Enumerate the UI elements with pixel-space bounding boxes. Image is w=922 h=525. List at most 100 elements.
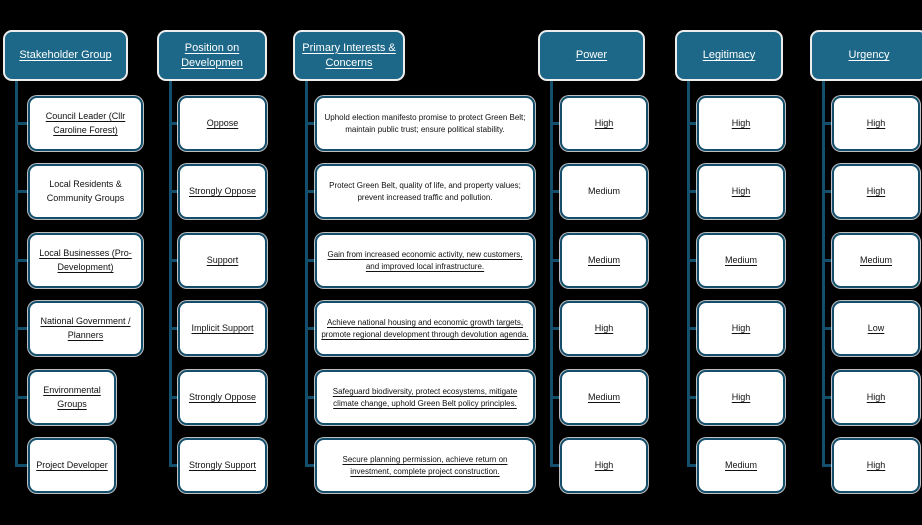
- node-label: Low: [867, 322, 885, 333]
- connector-branch: [169, 122, 181, 125]
- position-on-development-node[interactable]: Oppose: [178, 96, 267, 151]
- column-header-urgency[interactable]: Urgency: [810, 30, 922, 81]
- node-label: Safeguard biodiversity, protect ecosyste…: [332, 386, 518, 408]
- urgency-node[interactable]: High: [832, 96, 920, 151]
- connector-branch: [550, 122, 563, 125]
- connector-branch: [305, 122, 318, 125]
- stakeholder-group-node[interactable]: Local Residents & Community Groups: [28, 164, 143, 219]
- power-node[interactable]: Medium: [560, 233, 648, 288]
- power-node[interactable]: Medium: [560, 164, 648, 219]
- primary-interests-concerns-node[interactable]: Gain from increased economic activity, n…: [315, 233, 535, 288]
- node-label: Strongly Oppose: [188, 185, 257, 196]
- legitimacy-node[interactable]: High: [697, 96, 785, 151]
- stakeholder-group-node[interactable]: Council Leader (Cllr Caroline Forest): [28, 96, 143, 151]
- column-header-label: Power: [575, 49, 608, 62]
- node-label: High: [594, 322, 614, 333]
- position-on-development-node[interactable]: Support: [178, 233, 267, 288]
- stakeholder-group-node[interactable]: Project Developer: [28, 438, 116, 493]
- power-node[interactable]: Medium: [560, 370, 648, 425]
- node-label: High: [731, 185, 751, 196]
- legitimacy-node[interactable]: Medium: [697, 233, 785, 288]
- node-label: High: [866, 185, 886, 196]
- primary-interests-concerns-node[interactable]: Protect Green Belt, quality of life, and…: [315, 164, 535, 219]
- power-node[interactable]: High: [560, 438, 648, 493]
- legitimacy-node[interactable]: Medium: [697, 438, 785, 493]
- connector-branch: [305, 259, 318, 262]
- column-header-stakeholder-group[interactable]: Stakeholder Group: [3, 30, 128, 81]
- legitimacy-node[interactable]: High: [697, 164, 785, 219]
- node-label: Strongly Oppose: [188, 391, 257, 402]
- node-label: High: [594, 117, 614, 128]
- node-label: Oppose: [206, 117, 239, 128]
- column-header-label: Legitimacy: [702, 49, 756, 62]
- urgency-node[interactable]: Medium: [832, 233, 920, 288]
- connector-trunk: [15, 81, 18, 467]
- node-label: High: [731, 117, 751, 128]
- node-label: High: [866, 459, 886, 470]
- column-header-label: Position on Developmen: [181, 41, 243, 69]
- position-on-development-node[interactable]: Implicit Support: [178, 301, 267, 356]
- connector-branch: [822, 190, 835, 193]
- position-on-development-node[interactable]: Strongly Oppose: [178, 164, 267, 219]
- stakeholder-group-node[interactable]: Local Businesses (Pro-Development): [28, 233, 143, 288]
- connector-trunk: [305, 81, 308, 467]
- node-label: Project Developer: [36, 459, 108, 470]
- connector-branch: [15, 464, 31, 467]
- urgency-node[interactable]: High: [832, 438, 920, 493]
- connector-branch: [15, 259, 31, 262]
- connector-branch: [169, 259, 181, 262]
- legitimacy-node[interactable]: High: [697, 370, 785, 425]
- connector-branch: [305, 464, 318, 467]
- primary-interests-concerns-node[interactable]: Uphold election manifesto promise to pro…: [315, 96, 535, 151]
- column-header-label: Primary Interests & Concerns: [302, 41, 396, 69]
- column-header-power[interactable]: Power: [538, 30, 645, 81]
- position-on-development-node[interactable]: Strongly Support: [178, 438, 267, 493]
- connector-branch: [550, 190, 563, 193]
- node-label: Protect Green Belt, quality of life, and…: [329, 180, 521, 202]
- node-label: Local Residents & Community Groups: [46, 179, 125, 203]
- column-header-primary-interests-concerns[interactable]: Primary Interests & Concerns: [293, 30, 405, 81]
- urgency-node[interactable]: Low: [832, 301, 920, 356]
- node-label: Council Leader (Cllr Caroline Forest): [45, 111, 126, 135]
- node-label: Local Businesses (Pro-Development): [39, 248, 132, 272]
- legitimacy-node[interactable]: High: [697, 301, 785, 356]
- connector-trunk: [550, 81, 553, 467]
- node-label: Medium: [724, 254, 757, 265]
- connector-branch: [15, 396, 31, 399]
- connector-branch: [822, 396, 835, 399]
- urgency-node[interactable]: High: [832, 370, 920, 425]
- connector-branch: [15, 190, 31, 193]
- column-header-label: Stakeholder Group: [19, 49, 112, 62]
- connector-trunk: [687, 81, 690, 467]
- power-node[interactable]: High: [560, 301, 648, 356]
- node-label: National Government / Planners: [40, 316, 131, 340]
- connector-branch: [305, 396, 318, 399]
- stakeholder-group-node[interactable]: Environmental Groups: [28, 370, 116, 425]
- node-label: Gain from increased economic activity, n…: [327, 249, 523, 271]
- column-header-legitimacy[interactable]: Legitimacy: [675, 30, 783, 81]
- connector-branch: [822, 327, 835, 330]
- node-label: Uphold election manifesto promise to pro…: [324, 112, 526, 134]
- node-label: Medium: [587, 391, 620, 402]
- node-label: Medium: [859, 254, 892, 265]
- node-label: Achieve national housing and economic gr…: [321, 317, 529, 339]
- connector-branch: [687, 190, 700, 193]
- node-label: Medium: [587, 254, 620, 265]
- connector-branch: [822, 259, 835, 262]
- power-node[interactable]: High: [560, 96, 648, 151]
- urgency-node[interactable]: High: [832, 164, 920, 219]
- column-header-label: Urgency: [848, 49, 890, 62]
- connector-branch: [550, 327, 563, 330]
- node-label: Strongly Support: [188, 459, 257, 470]
- node-label: Secure planning permission, achieve retu…: [342, 454, 508, 476]
- stakeholder-group-node[interactable]: National Government / Planners: [28, 301, 143, 356]
- primary-interests-concerns-node[interactable]: Secure planning permission, achieve retu…: [315, 438, 535, 493]
- primary-interests-concerns-node[interactable]: Achieve national housing and economic gr…: [315, 301, 535, 356]
- connector-branch: [687, 259, 700, 262]
- position-on-development-node[interactable]: Strongly Oppose: [178, 370, 267, 425]
- connector-branch: [305, 327, 318, 330]
- node-label: High: [866, 117, 886, 128]
- primary-interests-concerns-node[interactable]: Safeguard biodiversity, protect ecosyste…: [315, 370, 535, 425]
- column-header-position-on-development[interactable]: Position on Developmen: [157, 30, 267, 81]
